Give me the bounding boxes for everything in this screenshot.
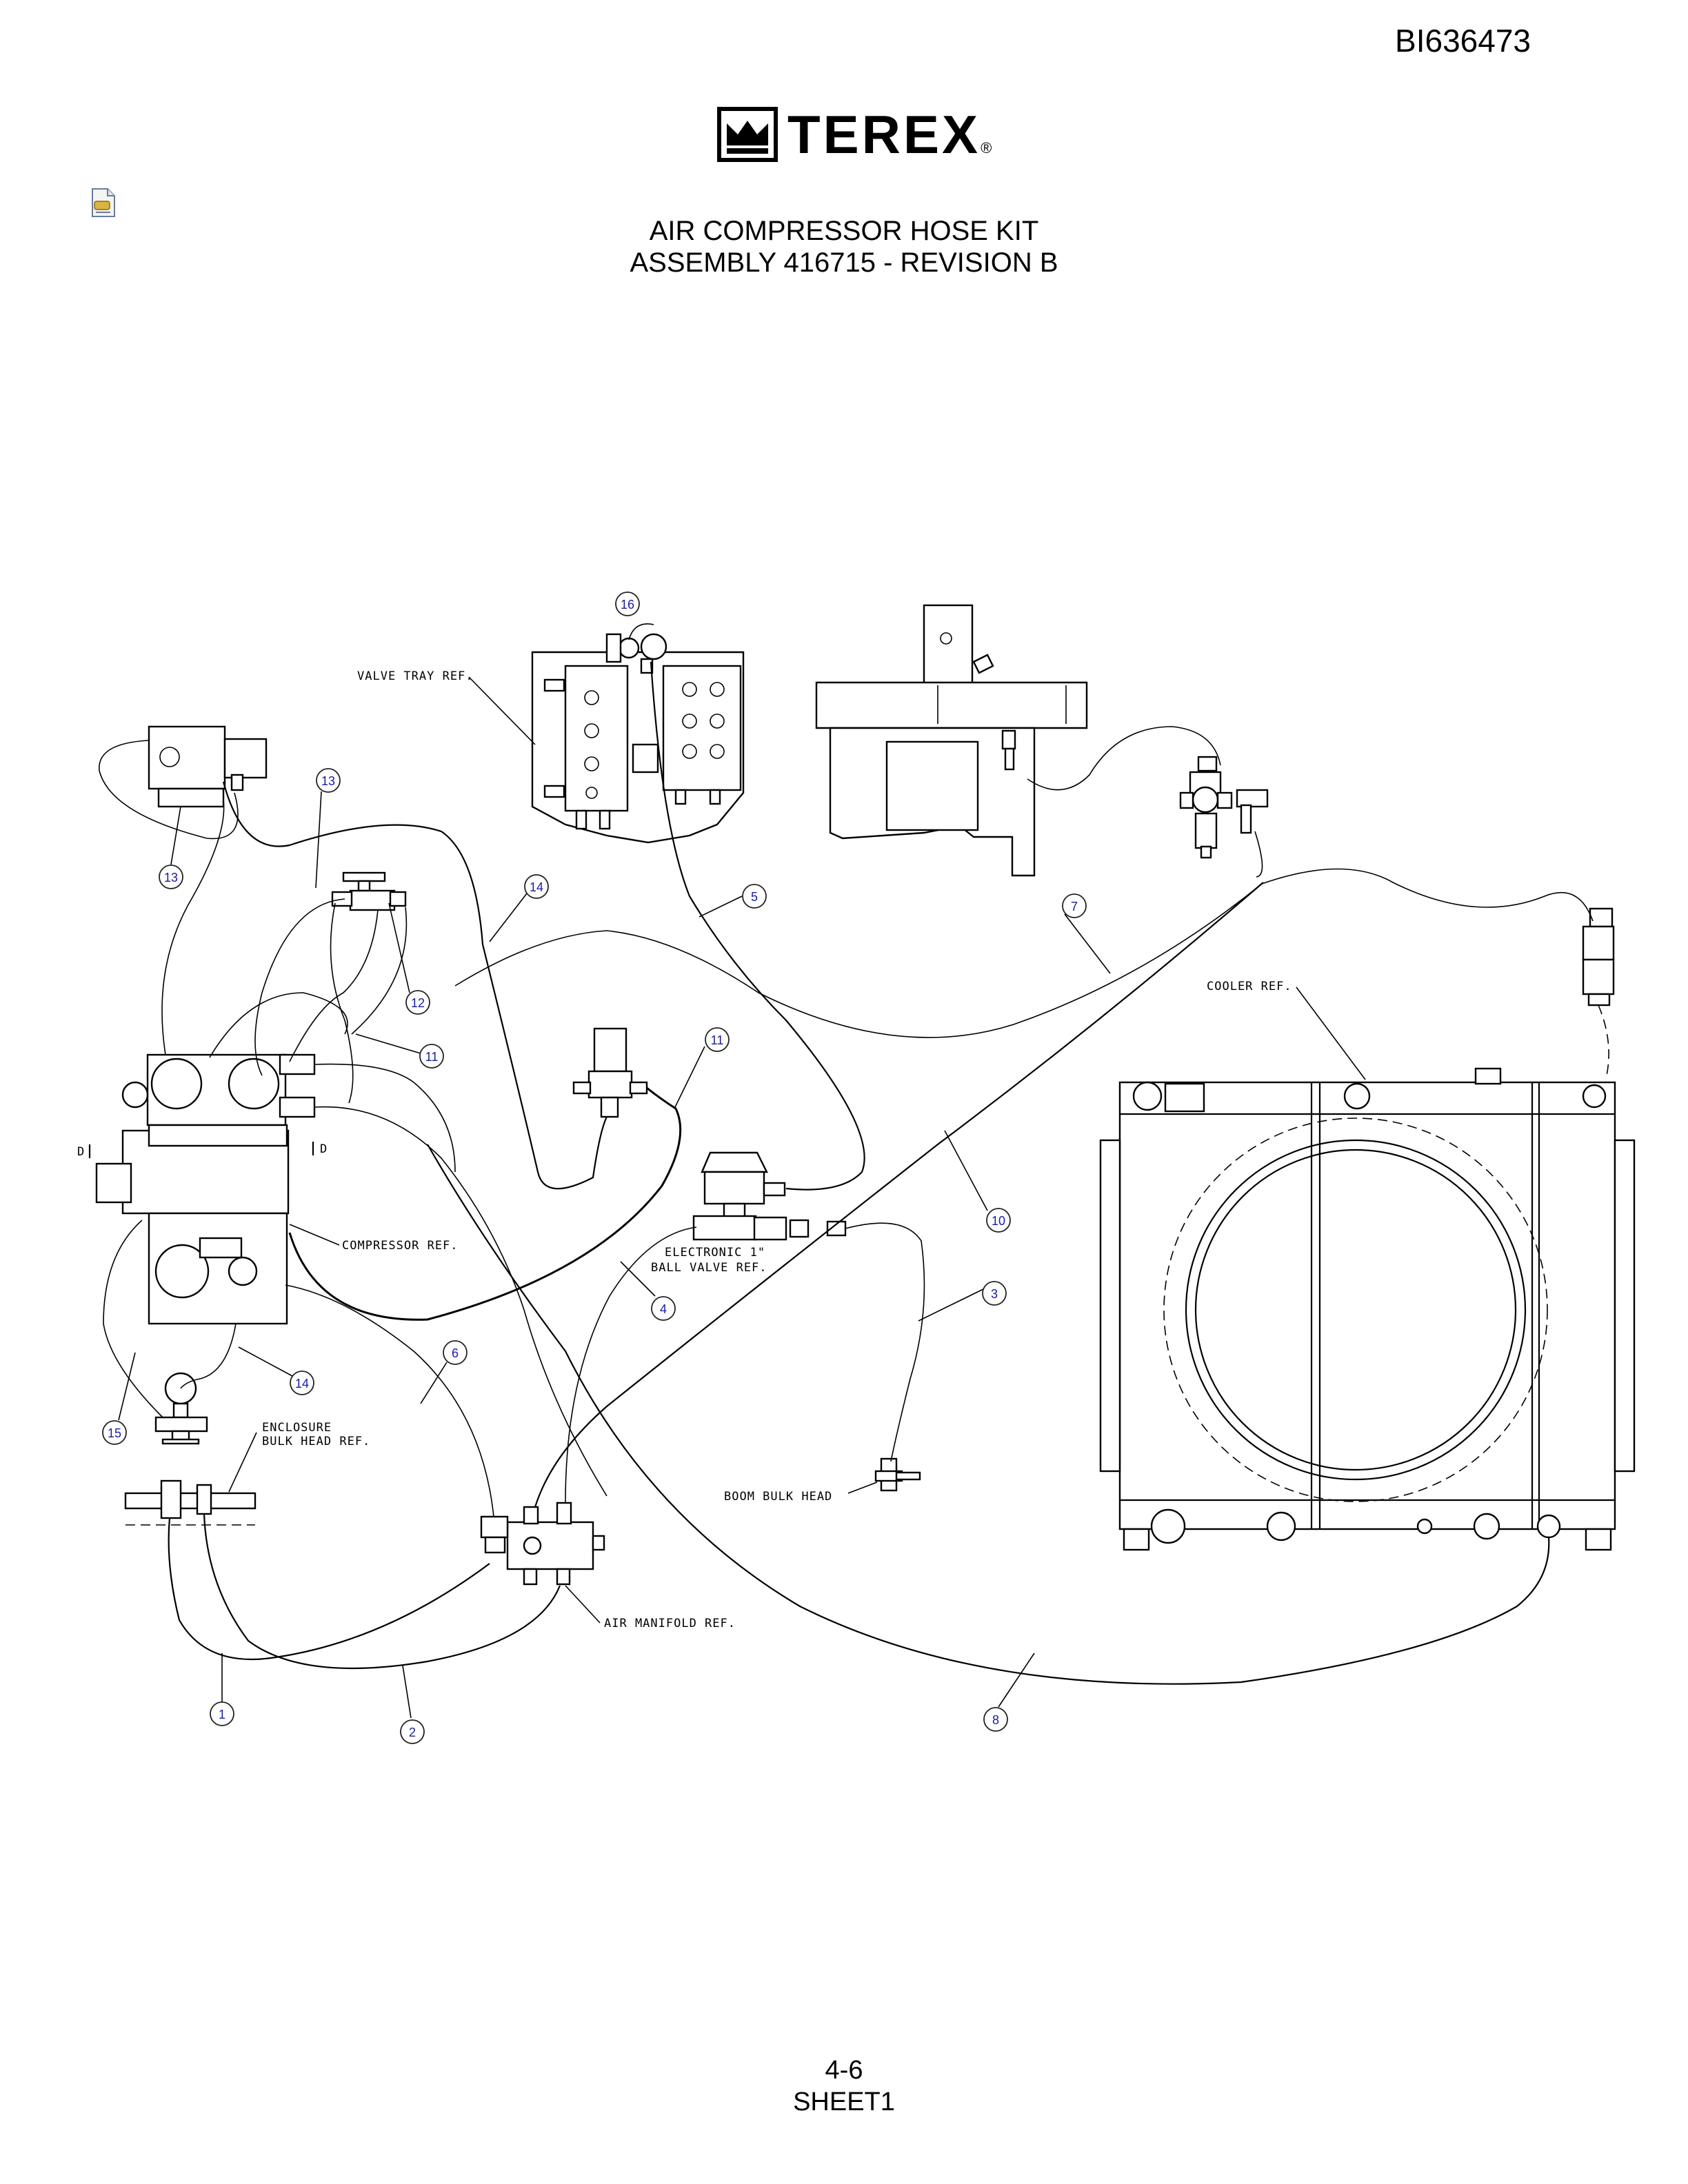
top-left-unit [148,725,268,808]
balloon-7: 7 [1062,893,1087,918]
valve-tray-leader [468,676,536,745]
svg-text:11: 11 [711,1033,724,1047]
solenoid-valve [572,1027,648,1118]
compressor [95,1053,316,1325]
section-d-left: D [77,1145,85,1159]
hose-routing [99,623,1609,1685]
svg-text:11: 11 [425,1050,439,1064]
svg-text:16: 16 [621,598,634,611]
valve-tray-label: VALVE TRAY REF. [357,669,474,683]
drawing-title: AIR COMPRESSOR HOSE KIT ASSEMBLY 416715 … [0,215,1688,279]
air-manifold-label: AIR MANIFOLD REF. [604,1617,736,1630]
boom-bulkhead [874,1457,921,1492]
registered-mark: ® [981,139,992,156]
balloon-13-b: 13 [159,865,183,889]
balloon-16: 16 [615,592,640,616]
air-manifold [480,1502,605,1586]
terex-crown-icon [717,107,778,162]
balloon-5: 5 [742,884,767,909]
balloon-2: 2 [400,1719,425,1744]
filter-regulator [1179,756,1269,859]
section-d-right: D [320,1142,328,1156]
enclosure-label-1: ENCLOSURE [262,1421,332,1435]
balloon-6: 6 [443,1340,468,1365]
balloon-12: 12 [405,990,430,1015]
compressor-leader [289,1224,340,1246]
valve-tray [531,633,745,844]
svg-text:5: 5 [751,890,758,904]
cooler-label: COOLER REF. [1207,980,1292,993]
sheet-number: SHEET1 [793,2087,895,2116]
pressure-gauge [154,1372,208,1445]
svg-text:7: 7 [1071,900,1078,913]
logo-wordmark: TEREX [787,103,981,165]
balloon-leaders [118,791,1111,1719]
balloon-11-b: 11 [705,1027,730,1052]
svg-text:12: 12 [411,996,425,1010]
ball-valve-label-2: BALL VALVE REF. [651,1261,767,1275]
svg-text:6: 6 [452,1346,459,1360]
ball-valve [692,1151,847,1241]
balloon-10: 10 [986,1208,1011,1233]
cooler [1099,1067,1636,1551]
svg-text:8: 8 [992,1713,999,1727]
balloon-15: 15 [102,1420,127,1445]
svg-text:14: 14 [530,880,543,894]
page-number: 4-6 [825,2056,863,2085]
balloon-14-a: 14 [524,874,549,899]
compressor-label: COMPRESSOR REF. [342,1239,459,1253]
balloon-14-b: 14 [290,1371,314,1395]
balloon-3: 3 [982,1281,1007,1306]
balloon-11-a: 11 [419,1044,444,1069]
svg-text:13: 13 [321,774,335,788]
balloon-8: 8 [983,1707,1008,1732]
hydraulic-tank [815,604,1088,877]
svg-text:4: 4 [660,1302,667,1316]
balloon-13-a: 13 [316,768,341,793]
document-id: BI636473 [1395,23,1531,59]
page-footer: 4-6 SHEET1 [0,2054,1688,2118]
tee-fitting [331,871,407,911]
air-manifold-leader [565,1585,601,1624]
cooler-leader [1296,987,1366,1080]
title-line-2: ASSEMBLY 416715 - REVISION B [630,247,1058,278]
svg-text:13: 13 [164,871,178,884]
terex-logo: TEREX ® [717,103,1034,165]
ball-valve-label-1: ELECTRONIC 1" [665,1246,765,1260]
right-coupler [1582,907,1615,1007]
title-line-1: AIR COMPRESSOR HOSE KIT [649,216,1039,246]
boom-bulkhead-label: BOOM BULK HEAD [724,1490,832,1504]
document-icon[interactable] [90,188,117,218]
svg-text:3: 3 [991,1287,998,1301]
enclosure-bulkhead [124,1479,257,1526]
enclosure-label-2: BULK HEAD REF. [262,1435,370,1448]
svg-text:1: 1 [219,1708,225,1721]
balloon-4: 4 [651,1296,676,1321]
svg-text:2: 2 [409,1726,416,1739]
svg-text:15: 15 [108,1426,121,1440]
balloon-1: 1 [210,1701,234,1726]
svg-text:14: 14 [295,1377,309,1391]
boom-bulkhead-leader [847,1482,878,1494]
enclosure-leader [228,1432,257,1493]
svg-text:10: 10 [992,1214,1005,1228]
